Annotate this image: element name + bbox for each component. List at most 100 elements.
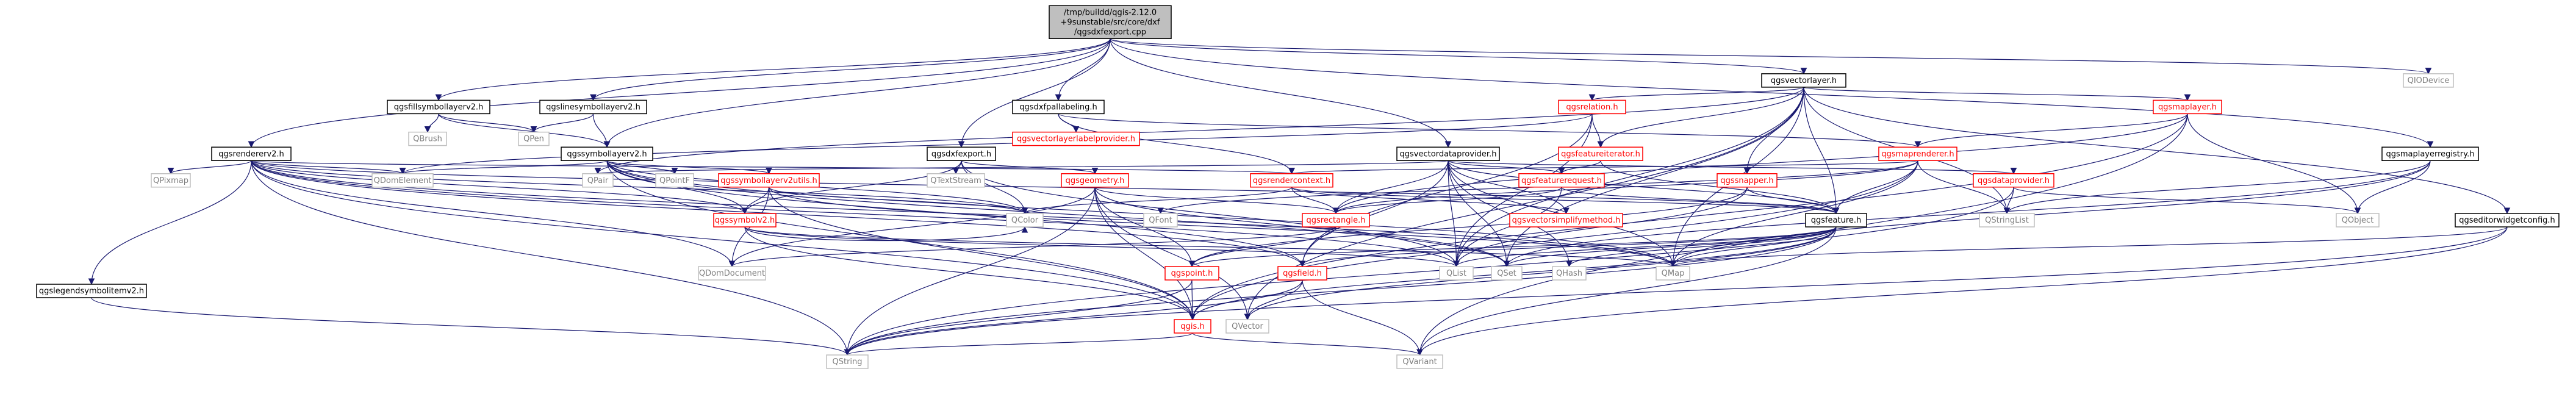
node-box bbox=[927, 146, 996, 161]
node-qpointf: QPointF bbox=[655, 173, 694, 188]
node-qgseditorwidgetconfig[interactable]: qgseditorwidgetconfig.h bbox=[2455, 213, 2560, 228]
node-qgssymbolv2[interactable]: qgssymbolv2.h bbox=[713, 213, 777, 228]
node-label: QPointF bbox=[659, 176, 690, 185]
node-qgslegendsymbolitemv2[interactable]: qgslegendsymbolitemv2.h bbox=[36, 284, 147, 298]
node-qlist: QList bbox=[1439, 266, 1474, 281]
edge-qgsrendererv2-to-qlist bbox=[251, 160, 1460, 268]
node-qgsmaplayer[interactable]: qgsmaplayer.h bbox=[2153, 99, 2222, 115]
node-box bbox=[371, 173, 434, 188]
node-qgssymbollayerv2[interactable]: qgssymbollayerv2.h bbox=[561, 146, 653, 161]
edge-qgsfeature-to-qlist bbox=[1453, 226, 1837, 268]
node-box bbox=[1174, 319, 1211, 334]
node-box bbox=[1552, 266, 1587, 281]
node-qgsmaplayerregistry[interactable]: qgsmaplayerregistry.h bbox=[2381, 146, 2479, 161]
node-qstring: QString bbox=[826, 354, 869, 369]
node-qgsmaprenderer[interactable]: qgsmaprenderer.h bbox=[1878, 146, 1957, 161]
node-qgsfeaturerequest[interactable]: qgsfeaturerequest.h bbox=[1518, 173, 1605, 188]
edge-qgspoint-to-qgis bbox=[1189, 279, 1196, 321]
node-label: qgsrectangle.h bbox=[1306, 216, 1365, 225]
node-qgsvectorlayer[interactable]: qgsvectorlayer.h bbox=[1761, 73, 1846, 88]
node-label: qgspoint.h bbox=[1171, 269, 1213, 278]
edge-qgssymbollayerv2utils-to-qgis bbox=[768, 187, 1196, 321]
node-qgslinesymbollayerv2[interactable]: qgslinesymbollayerv2.h bbox=[539, 99, 647, 115]
edge-qgseditorwidgetconfig-to-qmap bbox=[1670, 226, 2508, 268]
node-box bbox=[2455, 213, 2560, 228]
edge-qgsvectorlayer-to-qgsfeature bbox=[1803, 87, 1840, 215]
node-label: qgsmaplayer.h bbox=[2158, 102, 2217, 112]
edge-root-to-qgsdxfexport bbox=[958, 38, 1111, 148]
node-qgsfield[interactable]: qgsfield.h bbox=[1277, 266, 1327, 281]
edge-qgsmaplayer-to-qgsrectangle bbox=[1332, 113, 2188, 215]
node-box bbox=[1518, 173, 1605, 188]
node-qpen: QPen bbox=[518, 131, 550, 146]
node-label: QMap bbox=[1662, 269, 1685, 278]
node-qgsdxfexport[interactable]: qgsdxfexport.h bbox=[927, 146, 996, 161]
edge-qgssymbollayerv2-to-qdomelement bbox=[399, 160, 608, 174]
node-label: QDomElement bbox=[374, 176, 432, 185]
edge-qgsmaplayer-to-qgis bbox=[1189, 113, 2188, 321]
edge-qgsgeometry-to-qstring bbox=[844, 187, 1096, 356]
edge-qgsfeature-to-qvector bbox=[1244, 226, 1837, 321]
node-qvector: QVector bbox=[1225, 319, 1269, 334]
node-qgspoint[interactable]: qgspoint.h bbox=[1164, 266, 1219, 281]
node-box bbox=[1558, 99, 1626, 115]
node-box bbox=[1225, 319, 1269, 334]
node-label: qgsfeatureiterator.h bbox=[1561, 149, 1640, 159]
edge-qgssnapper-to-qgspoint bbox=[1188, 187, 1748, 268]
node-label: qgsdataprovider.h bbox=[1978, 176, 2050, 185]
edge-qgsmaprenderer-to-qmap bbox=[1670, 160, 1918, 268]
node-label: QVector bbox=[1232, 322, 1263, 331]
edge-qgsdxfexport-to-qcolor bbox=[961, 160, 1028, 215]
node-qgssnapper[interactable]: qgssnapper.h bbox=[1717, 173, 1778, 188]
node-qgsgeometry[interactable]: qgsgeometry.h bbox=[1061, 173, 1129, 188]
edge-qgsrendererv2-to-qgsfeature bbox=[251, 160, 1839, 215]
edge-qgsvectordataprovider-to-qgsrectangle bbox=[1332, 160, 1449, 215]
node-qset: QSet bbox=[1491, 266, 1523, 281]
node-qgsrectangle[interactable]: qgsrectangle.h bbox=[1302, 213, 1370, 228]
node-label: qgsvectorlayer.h bbox=[1771, 76, 1837, 85]
node-box bbox=[2403, 73, 2454, 88]
node-qbrush: QBrush bbox=[408, 131, 447, 146]
node-qgsrelation[interactable]: qgsrelation.h bbox=[1558, 99, 1626, 115]
node-qgsfillsymbollayerv2[interactable]: qgsfillsymbollayerv2.h bbox=[387, 99, 490, 115]
node-qgsvectordataprovider[interactable]: qgsvectordataprovider.h bbox=[1396, 146, 1500, 161]
edge-qgsfeature-to-qvariant bbox=[1416, 226, 1837, 356]
node-box bbox=[36, 284, 147, 298]
node-qgsvectorlayerlabelprovider[interactable]: qgsvectorlayerlabelprovider.h bbox=[1012, 131, 1140, 146]
edge-qgsvectordataprovider-to-qgsfield bbox=[1299, 160, 1449, 268]
node-qgsrendererv2[interactable]: qgsrendererv2.h bbox=[211, 146, 292, 161]
node-qgsfeature[interactable]: qgsfeature.h bbox=[1805, 213, 1867, 228]
node-label: QColor bbox=[1011, 216, 1039, 225]
node-qgis[interactable]: qgis.h bbox=[1174, 319, 1211, 334]
node-qgsdataprovider[interactable]: qgsdataprovider.h bbox=[1973, 173, 2054, 188]
node-box bbox=[718, 173, 820, 188]
edge-qgslinesymbollayerv2-to-qpen bbox=[530, 113, 594, 133]
node-box bbox=[1805, 213, 1867, 228]
edge-qgsvectordataprovider-to-qpair bbox=[595, 160, 1449, 174]
node-box bbox=[655, 173, 694, 188]
edge-root-to-qgsvectorlayer bbox=[1110, 38, 1807, 74]
node-root[interactable]: /tmp/buildd/qgis-2.12.0+9sunstable/src/c… bbox=[1049, 5, 1172, 39]
node-box bbox=[1277, 266, 1327, 281]
node-qgsdxfpallabeling[interactable]: qgsdxfpallabeling.h bbox=[1012, 99, 1105, 115]
edge-qgsvectordataprovider-to-qgsvectorsimplifymethod bbox=[1448, 160, 1570, 215]
edge-qgsvectordataprovider-to-qset bbox=[1448, 160, 1510, 268]
node-qdomdocument: QDomDocument bbox=[698, 266, 766, 281]
node-qgsfeatureiterator[interactable]: qgsfeatureiterator.h bbox=[1558, 146, 1643, 161]
node-box bbox=[1049, 5, 1172, 39]
node-qgsrendercontext[interactable]: qgsrendercontext.h bbox=[1250, 173, 1333, 188]
node-qvariant: QVariant bbox=[1396, 354, 1443, 369]
node-label: QBrush bbox=[413, 135, 442, 144]
node-box bbox=[1250, 173, 1333, 188]
node-box bbox=[211, 146, 292, 161]
node-box bbox=[582, 173, 614, 188]
node-label: QIODevice bbox=[2408, 76, 2450, 85]
edge-qgsvectorlayer-to-qvector bbox=[1244, 87, 1804, 321]
node-qhash: QHash bbox=[1552, 266, 1587, 281]
node-label: qgsmaprenderer.h bbox=[1881, 149, 1954, 159]
edge-qgsrendererv2-to-qcolor bbox=[251, 160, 1028, 215]
node-qgssymbollayerv2utils[interactable]: qgssymbollayerv2utils.h bbox=[718, 173, 820, 188]
node-qgsvectorsimplifymethod[interactable]: qgsvectorsimplifymethod.h bbox=[1509, 213, 1623, 228]
node-label: QPen bbox=[523, 135, 544, 144]
edge-root-to-qgsvectordataprovider bbox=[1110, 38, 1452, 148]
